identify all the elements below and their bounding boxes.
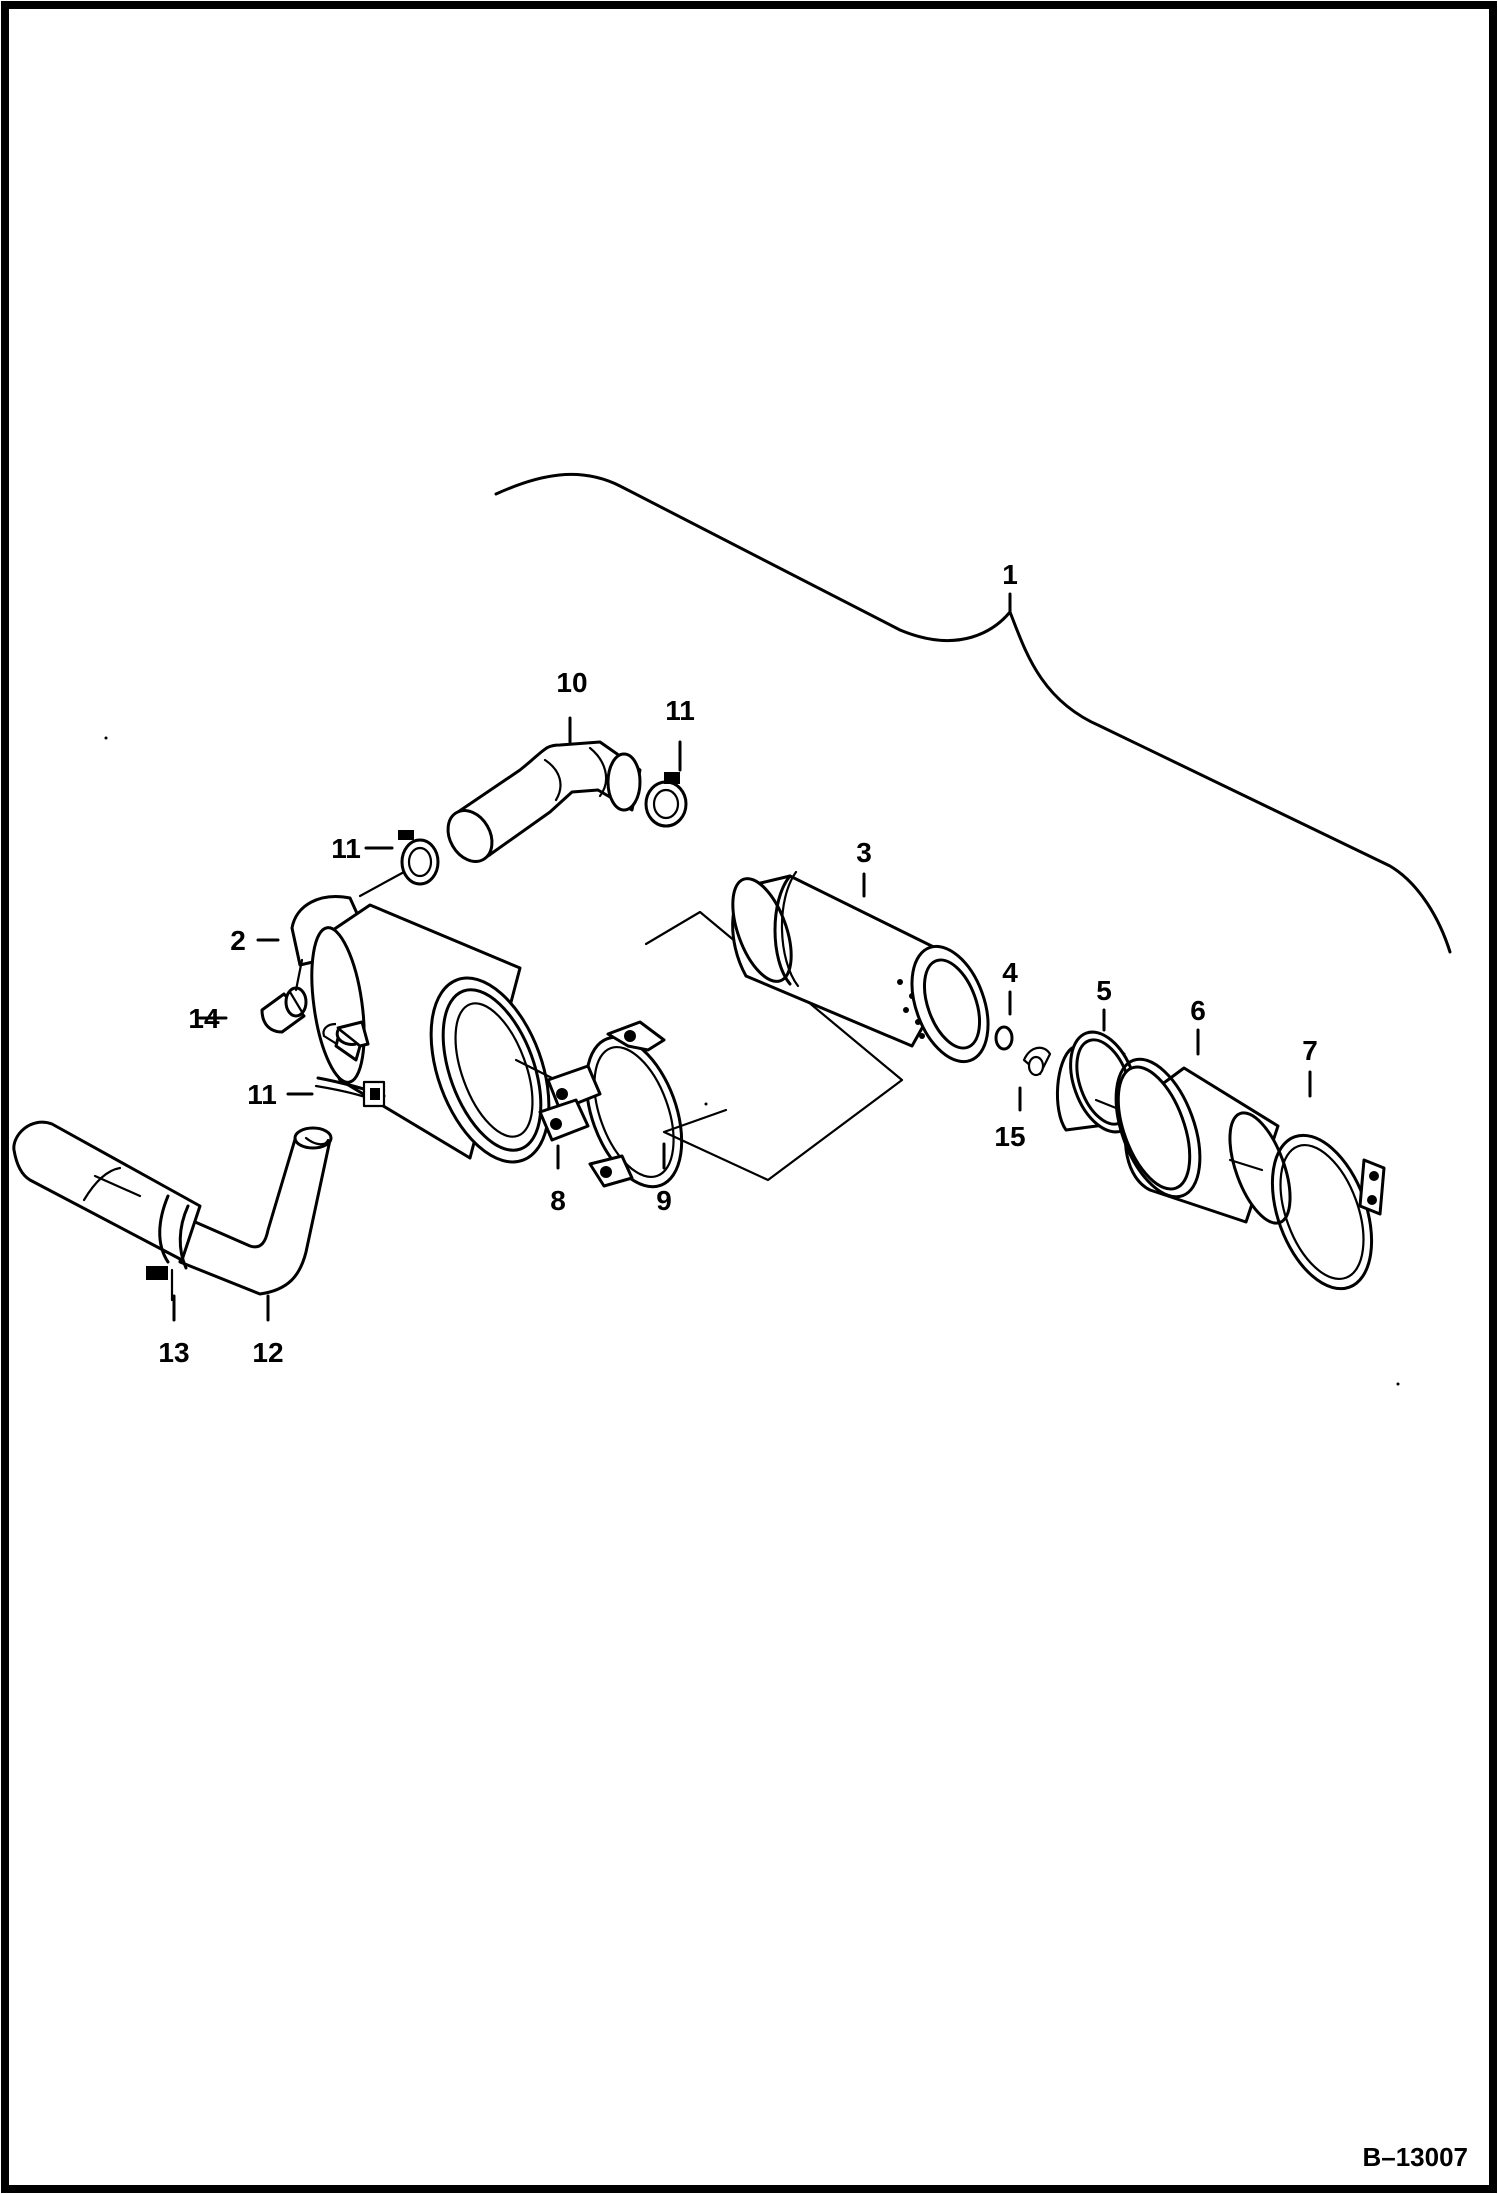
stray-mark: [1396, 1382, 1400, 1386]
vacuator-valve: [260, 958, 308, 1034]
hose-clamp-upper-right: [644, 772, 688, 828]
callout-5: 5: [1096, 975, 1112, 1006]
callout-4: 4: [1002, 957, 1018, 988]
callout-9: 9: [656, 1185, 672, 1216]
hose-clamp-middle: [314, 1076, 386, 1108]
stray-mark: [104, 736, 108, 740]
wing-nut: [1022, 1046, 1052, 1077]
callout-15: 15: [994, 1121, 1025, 1152]
callout-13: 13: [158, 1337, 189, 1368]
callout-11-middle: 11: [247, 1079, 277, 1110]
lower-intake-tube: [178, 1126, 333, 1296]
centerline-cover: [1228, 1158, 1264, 1172]
callout-8: 8: [550, 1185, 566, 1216]
cover-clamp-band: [1270, 1133, 1386, 1291]
upper-elbow-hose: [446, 740, 642, 863]
callout-1: 1: [1002, 559, 1018, 590]
figure-code: B–13007: [1362, 2142, 1468, 2172]
callout-11-upper-left: 11: [331, 833, 361, 864]
primary-filter-element: [731, 870, 990, 1064]
callout-2: 2: [230, 925, 246, 956]
callout-11-upper-right: 11: [665, 695, 695, 726]
callout-10: 10: [556, 667, 587, 698]
callout-12: 12: [252, 1337, 283, 1368]
service-clearance-outline: [644, 910, 904, 1182]
housing-cover: [1114, 1057, 1292, 1225]
callout-3: 3: [856, 837, 872, 868]
callout-6: 6: [1190, 995, 1206, 1026]
callout-14: 14: [188, 1003, 220, 1034]
mounting-band-bracket: [538, 1020, 684, 1189]
callout-7: 7: [1302, 1035, 1318, 1066]
centerline-cup: [1094, 1098, 1118, 1110]
stray-mark: [704, 1102, 708, 1106]
hose-clamp-upper-left: [398, 830, 440, 886]
leader-lines: [172, 592, 1312, 1322]
air-cleaner-housing: [290, 895, 551, 1164]
assembly-brace: [494, 472, 1452, 954]
centerline-upper: [358, 870, 406, 898]
inlet-hose-section: [12, 1120, 202, 1302]
sealing-washer: [994, 1025, 1014, 1051]
